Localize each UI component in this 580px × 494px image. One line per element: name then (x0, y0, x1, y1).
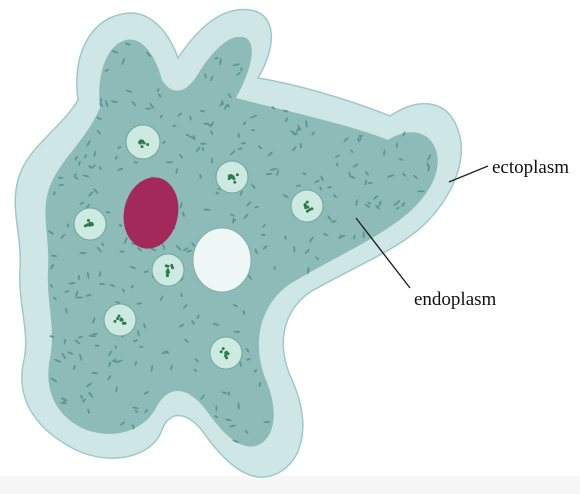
food-vacuole (216, 161, 248, 193)
endoplasm-label: endoplasm (414, 289, 497, 310)
food-vacuole (104, 304, 136, 336)
food-vacuole (210, 337, 242, 369)
food-vacuole (126, 125, 160, 159)
food-vacuole (291, 190, 323, 222)
food-vacuole (74, 208, 106, 240)
food-vacuole (152, 254, 184, 286)
contractile-vacuole (193, 228, 251, 292)
ectoplasm-label: ectoplasm (492, 157, 569, 178)
